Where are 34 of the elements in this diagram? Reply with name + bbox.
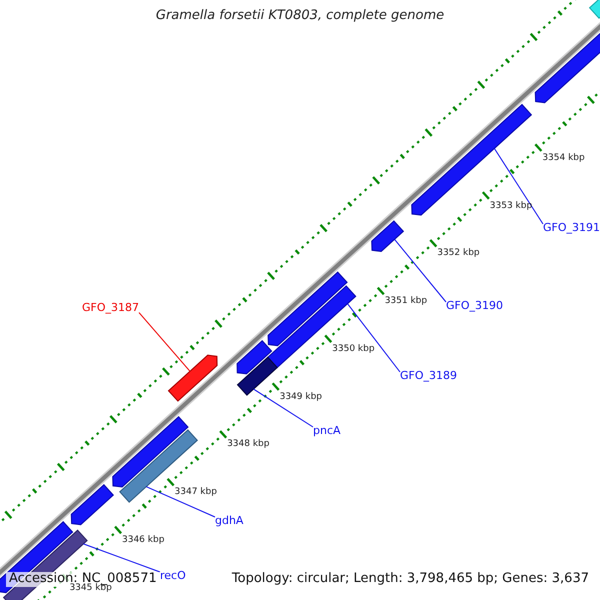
tick-label: 3353 kbp <box>490 200 532 211</box>
gene-block <box>70 484 114 526</box>
gene-block <box>411 104 532 216</box>
gene-block <box>168 354 218 402</box>
gene-block <box>371 220 404 252</box>
tick-label: 3352 kbp <box>437 248 480 259</box>
gene-block <box>119 429 198 503</box>
gene-block <box>588 0 600 19</box>
tick-label: 3354 kbp <box>542 152 585 164</box>
gene-label: GFO_3190 <box>446 300 504 313</box>
gene-block <box>112 416 189 488</box>
leader-line <box>394 238 446 302</box>
leader-line <box>82 543 160 572</box>
tick-label: 3345 kbp <box>69 582 112 594</box>
tick-label: 3346 kbp <box>122 535 164 546</box>
leader-line <box>138 312 190 372</box>
gene-label: gdhA <box>215 515 244 528</box>
leader-line <box>253 388 314 428</box>
gene-label: GFO_3187 <box>82 302 140 315</box>
gene-label: GFO_3191 <box>543 222 600 235</box>
tick-label: 3348 kbp <box>227 439 270 450</box>
tick-label: 3350 kbp <box>332 344 375 354</box>
gene-label: recO <box>160 570 186 583</box>
tick-label: 3351 kbp <box>384 296 428 306</box>
gene-label: pncA <box>313 425 341 438</box>
tick-label: 3349 kbp <box>280 392 322 402</box>
title: Gramella forsetii KT0803, complete genome <box>154 9 446 24</box>
tick-label: 3347 kbp <box>174 487 217 498</box>
leader-line <box>494 148 544 224</box>
leader-line <box>146 486 216 518</box>
gene-label: GFO_3189 <box>400 370 458 383</box>
gene-block <box>236 356 278 396</box>
gene-block <box>236 340 272 374</box>
gene-block <box>267 285 356 368</box>
